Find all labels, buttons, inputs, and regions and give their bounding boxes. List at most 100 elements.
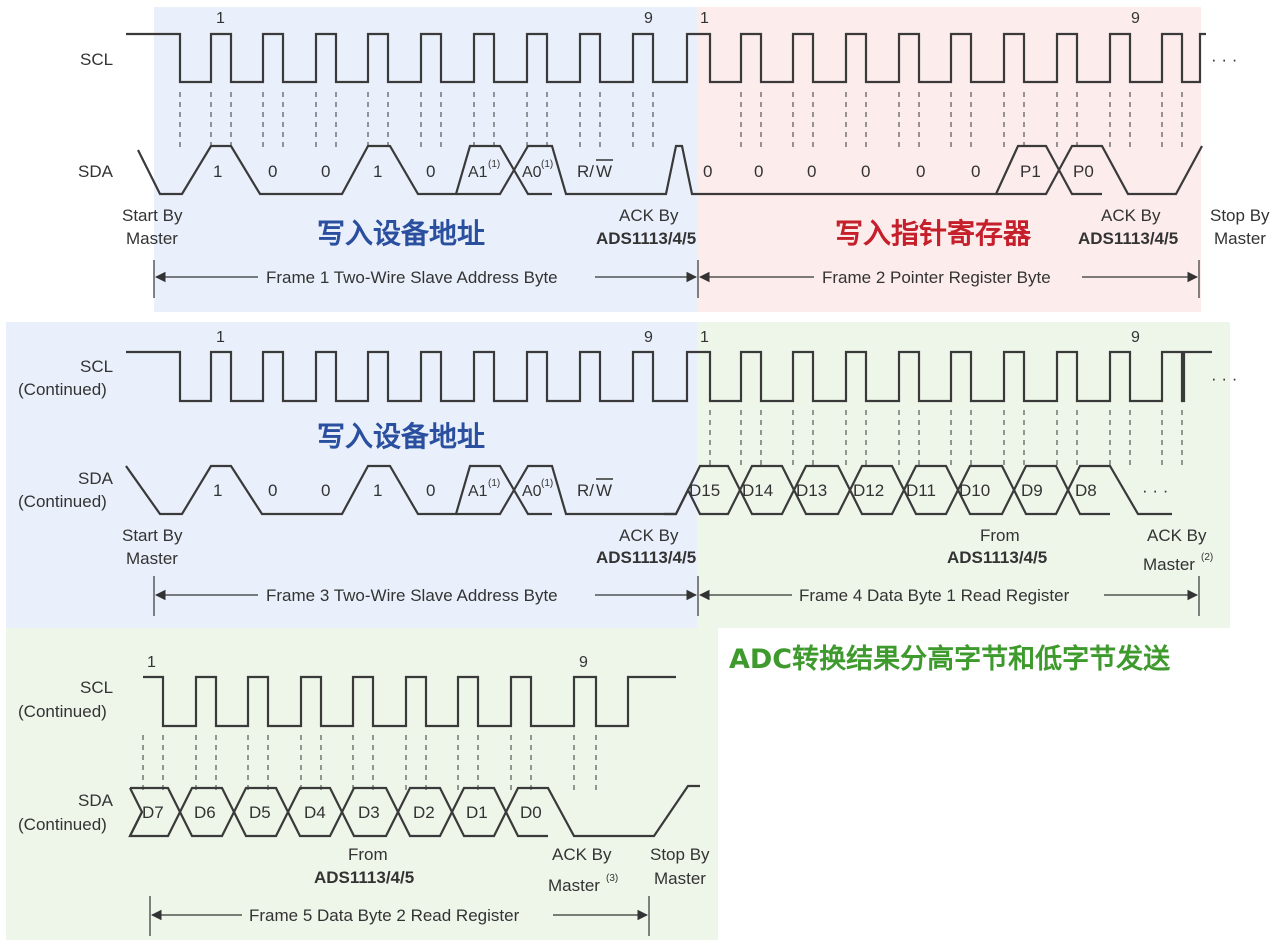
- pointer-bit: 0: [971, 162, 980, 181]
- device-label: ADS1113/4/5: [596, 548, 696, 567]
- sda-bit: 0: [426, 162, 435, 181]
- footnote-marker: (3): [606, 873, 618, 884]
- pulse-number-1: 1: [700, 10, 709, 27]
- pulse-number-9: 9: [644, 10, 653, 27]
- data-bit: D9: [1021, 481, 1043, 500]
- data-bit: D5: [249, 803, 271, 822]
- panel-frame2: [697, 7, 1201, 312]
- data-bit: D7: [142, 803, 164, 822]
- start-by-label: Start By: [122, 526, 183, 545]
- stop-by-label: Stop By: [1210, 206, 1270, 225]
- scl-waveform: [126, 350, 1212, 403]
- sda-bit: 0: [321, 481, 330, 500]
- ack-by-label: ACK By: [619, 206, 679, 225]
- write-address-title: 写入设备地址: [317, 420, 485, 453]
- data-bit: D8: [1075, 481, 1097, 500]
- footnote-marker: (1): [488, 478, 500, 489]
- sda-bit: 0: [268, 481, 277, 500]
- ellipsis: · · ·: [1142, 481, 1168, 500]
- data-bit: D12: [853, 481, 884, 500]
- scl-label: SCL: [80, 50, 113, 69]
- sda-bit-a0: A0: [522, 483, 542, 500]
- stop-by-label: Stop By: [650, 845, 710, 864]
- sda-bit-a0: A0: [522, 164, 542, 181]
- pulse-number-1: 1: [700, 329, 709, 346]
- continued-label: (Continued): [18, 815, 107, 834]
- scl-label: SCL: [80, 678, 113, 697]
- continued-label: (Continued): [18, 380, 107, 399]
- device-label: ADS1113/4/5: [596, 229, 696, 248]
- master-label: Master: [548, 876, 600, 895]
- pulse-number-9: 9: [579, 654, 588, 671]
- panel-frame1: [154, 7, 697, 312]
- data-bit: D6: [194, 803, 216, 822]
- data-bit: D10: [959, 481, 990, 500]
- footnote-marker: (1): [541, 159, 553, 170]
- ellipsis: · · ·: [1211, 369, 1237, 388]
- from-label: From: [980, 526, 1020, 545]
- write-address-title: 写入设备地址: [317, 217, 485, 250]
- pointer-bit: 0: [916, 162, 925, 181]
- sda-waveform: [125, 464, 1172, 516]
- from-label: From: [348, 845, 388, 864]
- sda-waveform-lower: [456, 487, 1110, 516]
- sda-bit: 1: [373, 162, 382, 181]
- ack-by-label: ACK By: [1101, 206, 1161, 225]
- pointer-bit: 0: [807, 162, 816, 181]
- sda-label: SDA: [78, 469, 114, 488]
- data-bit: D14: [742, 481, 773, 500]
- pulse-number-9: 9: [1131, 10, 1140, 27]
- panel-frame3: [6, 322, 697, 628]
- master-label: Master: [1143, 555, 1195, 574]
- device-label: ADS1113/4/5: [1078, 229, 1178, 248]
- sda-bit-w: W: [596, 481, 612, 500]
- frame5-caption: Frame 5 Data Byte 2 Read Register: [249, 906, 520, 925]
- section-read-high-byte: SCL (Continued) SDA (Continued) 1 9 1 9 …: [18, 329, 1237, 616]
- adc-result-title: ADC转换结果分高字节和低字节发送: [729, 643, 1170, 675]
- pointer-bit: P0: [1073, 162, 1094, 181]
- pulse-number-9: 9: [1131, 329, 1140, 346]
- pulse-number-1: 1: [216, 10, 225, 27]
- section-write-pointer: SCL SDA 1 9 1 9 · · ·: [78, 10, 1270, 298]
- pointer-bit: 0: [754, 162, 763, 181]
- sda-label: SDA: [78, 791, 114, 810]
- start-by-label: Start By: [122, 206, 183, 225]
- pulse-number-1: 1: [147, 654, 156, 671]
- device-label: ADS1113/4/5: [314, 868, 414, 887]
- pointer-bit: 0: [703, 162, 712, 181]
- frame4-caption: Frame 4 Data Byte 1 Read Register: [799, 586, 1070, 605]
- sda-bit: 1: [213, 481, 222, 500]
- footnote-marker: (1): [488, 159, 500, 170]
- pulse-number-9: 9: [644, 329, 653, 346]
- master-label: Master: [654, 869, 706, 888]
- data-bit: D11: [906, 481, 936, 500]
- sda-bit-r: R/: [577, 481, 594, 500]
- sda-bit-a1: A1: [468, 483, 488, 500]
- panel-frame5: [6, 628, 718, 940]
- sda-bit-w: W: [596, 162, 612, 181]
- pointer-bit: 0: [861, 162, 870, 181]
- data-bit: D4: [304, 803, 326, 822]
- data-bit: D1: [466, 803, 488, 822]
- pointer-bit: P1: [1020, 162, 1041, 181]
- scl-waveform: [126, 32, 1206, 84]
- sda-label: SDA: [78, 162, 114, 181]
- data-bit: D0: [520, 803, 542, 822]
- frame2-caption: Frame 2 Pointer Register Byte: [822, 268, 1051, 287]
- panel-frame4: [697, 322, 1230, 628]
- continued-label: (Continued): [18, 702, 107, 721]
- sda-bit: 1: [213, 162, 222, 181]
- data-bit: D2: [413, 803, 435, 822]
- sda-bit: 0: [426, 481, 435, 500]
- master-label: Master: [126, 229, 178, 248]
- master-label: Master: [126, 549, 178, 568]
- write-pointer-title: 写入指针寄存器: [835, 217, 1032, 250]
- master-label: Master: [1214, 229, 1266, 248]
- footnote-marker: (2): [1201, 552, 1213, 563]
- frame3-caption: Frame 3 Two-Wire Slave Address Byte: [266, 586, 558, 605]
- pulse-number-1: 1: [216, 329, 225, 346]
- scl-label: SCL: [80, 357, 113, 376]
- section-read-low-byte: SCL (Continued) SDA (Continued) 1 9 D7 D…: [18, 654, 710, 936]
- sda-waveform-lower: [128, 809, 548, 838]
